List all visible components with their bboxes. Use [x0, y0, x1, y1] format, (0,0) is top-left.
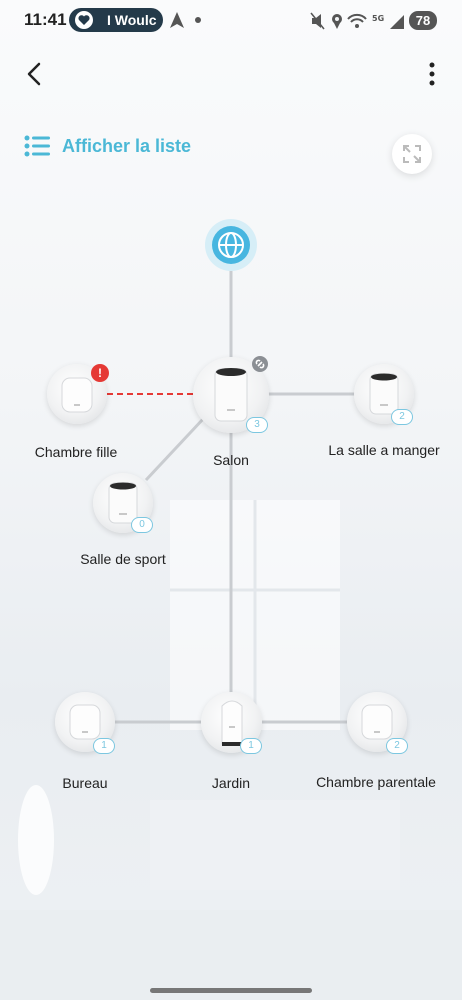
wifi-icon [347, 13, 367, 28]
router-tower-icon [108, 482, 138, 524]
heart-icon [75, 11, 93, 29]
battery-indicator: 78 [409, 11, 437, 30]
link-salon-salle-sport [144, 416, 206, 482]
notification-pill: I Woulc [69, 8, 163, 32]
node-label-salle-sport: Salle de sport [80, 551, 166, 567]
status-bar: 11:41 I Woulc 5G 78 [0, 0, 462, 40]
client-count-badge: 0 [131, 517, 153, 533]
back-button[interactable] [18, 56, 54, 92]
node-bureau[interactable] [55, 692, 115, 752]
show-list-toggle[interactable]: Afficher la liste [24, 132, 191, 160]
node-label-jardin: Jardin [211, 775, 251, 791]
router-tower-icon [214, 368, 248, 422]
globe-icon [218, 232, 244, 258]
expand-view-button[interactable] [392, 134, 432, 174]
notification-text: I Woulc [107, 12, 157, 28]
node-label-bureau: Bureau [62, 775, 108, 791]
client-count-badge: 2 [386, 738, 408, 754]
node-jardin[interactable] [201, 692, 262, 753]
node-salle-sport[interactable] [93, 473, 153, 533]
node-alert-badge: ! [91, 364, 109, 382]
status-time: 11:41 [24, 10, 67, 29]
router-cylinder-icon [69, 704, 101, 740]
location-icon [332, 14, 342, 29]
node-label-chambre-fille: Chambre fille [34, 444, 118, 460]
client-count-badge: 1 [93, 738, 115, 754]
internet-node[interactable] [205, 219, 257, 271]
network-type: 5G [372, 14, 384, 23]
notification-dot-icon [195, 17, 201, 23]
status-icons: 5G [310, 12, 404, 30]
router-cylinder-icon [361, 704, 393, 740]
more-options-button[interactable] [418, 58, 446, 90]
chevron-left-icon [27, 62, 41, 86]
show-list-label: Afficher la liste [62, 135, 192, 156]
home-gesture-bar[interactable] [150, 988, 312, 993]
node-label-salon: Salon [213, 452, 249, 468]
client-count-badge: 3 [246, 417, 268, 433]
navigation-arrow-icon [170, 12, 184, 28]
outdoor-unit-icon [221, 700, 243, 746]
client-count-badge: 2 [391, 409, 413, 425]
mute-icon [310, 12, 325, 30]
signal-icon [390, 15, 404, 29]
link-icon [252, 356, 268, 372]
expand-icon [403, 145, 421, 163]
node-label-salle-manger: La salle a manger [328, 442, 440, 458]
node-label-chambre-parentale: Chambre parentale [316, 774, 436, 790]
client-count-badge: 1 [240, 738, 262, 754]
list-icon [24, 135, 50, 157]
more-vert-icon [429, 62, 435, 86]
router-tower-icon [369, 373, 399, 415]
router-cylinder-icon [61, 377, 93, 413]
